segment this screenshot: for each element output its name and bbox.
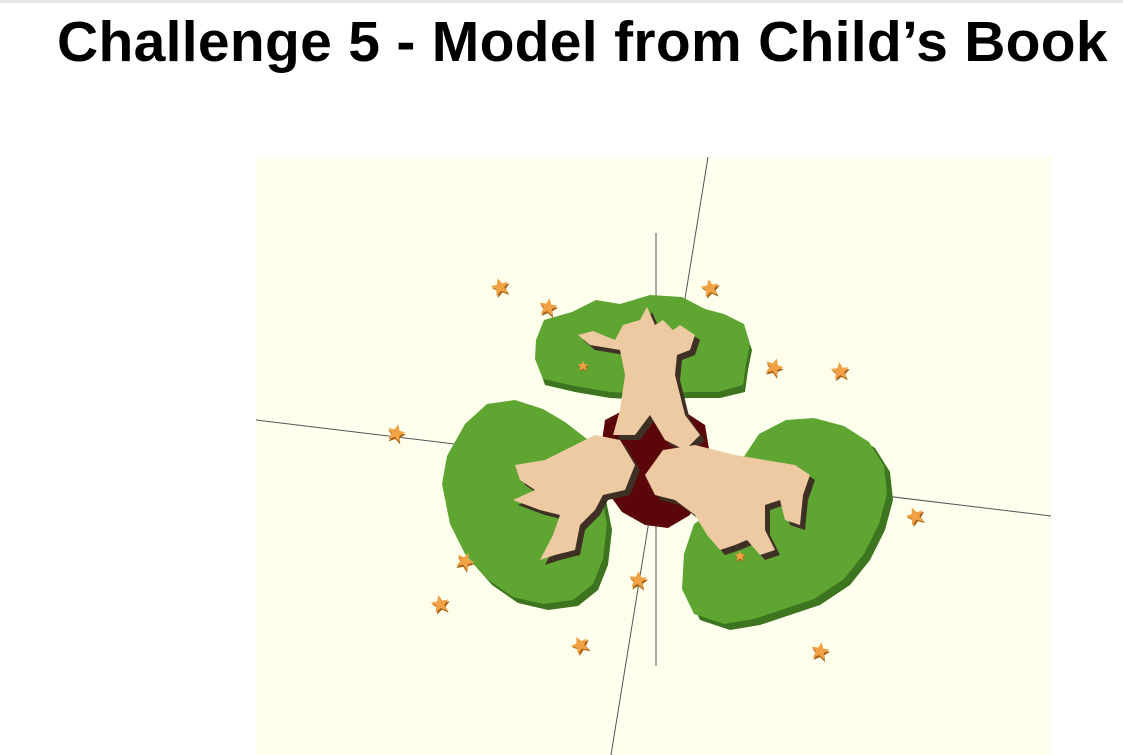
- tree-trunks: [513, 307, 810, 560]
- star-icon: [809, 640, 832, 663]
- star-icon: [537, 296, 560, 319]
- 3d-model-render-view[interactable]: [256, 157, 1051, 755]
- tree-trunk-right: [645, 445, 810, 555]
- slide-top-border: [0, 0, 1123, 3]
- star-icon: [488, 275, 513, 299]
- star-icon: [429, 593, 452, 616]
- star-icon: [762, 355, 786, 380]
- slide-title: Challenge 5 - Model from Child’s Book: [57, 10, 1108, 74]
- star-icon: [568, 633, 594, 658]
- star-icon: [830, 361, 851, 382]
- model-render-svg: [256, 157, 1051, 755]
- tree-trunk-left: [513, 435, 635, 560]
- star-icon: [699, 277, 722, 300]
- grass-platform-right: [682, 418, 887, 624]
- star-icon: [385, 421, 408, 446]
- star-icon: [903, 504, 928, 529]
- tree-trunk-top: [578, 307, 700, 450]
